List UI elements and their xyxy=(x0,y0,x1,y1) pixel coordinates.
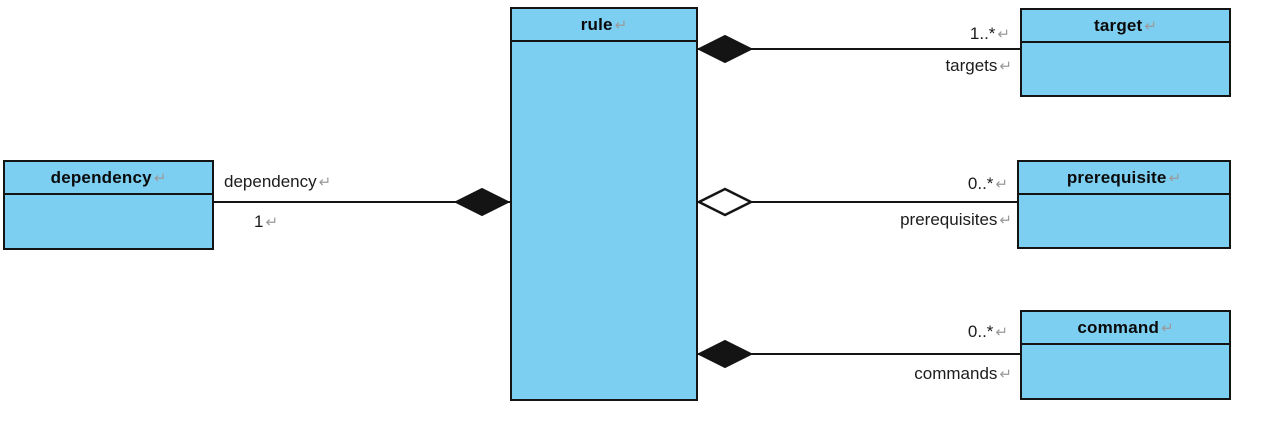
filled-diamond-icon xyxy=(696,339,754,369)
return-mark-icon: ↵ xyxy=(995,176,1008,193)
role-text: prerequisites xyxy=(900,210,998,229)
return-mark-icon: ↵ xyxy=(1168,169,1182,187)
hollow-diamond-icon xyxy=(696,187,754,217)
multiplicity-text: 1..* xyxy=(969,24,996,43)
class-command-header: command↵ xyxy=(1022,312,1229,345)
edge-rule-target xyxy=(697,48,1020,50)
return-mark-icon: ↵ xyxy=(995,324,1008,341)
multiplicity-text: 0..* xyxy=(967,174,994,193)
label-prerequisite-multiplicity: 0..*↵ xyxy=(860,172,1008,197)
aggregation-diamond-rule-prerequisite xyxy=(696,187,754,217)
class-prerequisite-header: prerequisite↵ xyxy=(1019,162,1229,195)
label-dependency-role: dependency↵ xyxy=(224,170,331,195)
role-text: targets xyxy=(945,56,998,75)
label-command-multiplicity: 0..*↵ xyxy=(860,320,1008,345)
class-target-header: target↵ xyxy=(1022,10,1229,43)
label-command-role: commands↵ xyxy=(850,362,1012,387)
edge-dependency-rule xyxy=(214,201,510,203)
return-mark-icon: ↵ xyxy=(999,366,1012,383)
class-target: target↵ xyxy=(1020,8,1231,97)
edge-rule-command xyxy=(697,353,1020,355)
class-rule-title: rule xyxy=(580,14,613,34)
role-text: dependency xyxy=(224,172,317,191)
class-prerequisite-title: prerequisite xyxy=(1066,167,1167,187)
return-mark-icon: ↵ xyxy=(1144,17,1157,35)
return-mark-icon: ↵ xyxy=(997,26,1010,43)
class-dependency: dependency↵ xyxy=(3,160,214,250)
label-target-multiplicity: 1..*↵ xyxy=(860,22,1010,47)
return-mark-icon: ↵ xyxy=(999,212,1012,229)
class-rule: rule↵ xyxy=(510,7,698,401)
class-prerequisite: prerequisite↵ xyxy=(1017,160,1231,249)
return-mark-icon: ↵ xyxy=(614,16,628,34)
return-mark-icon: ↵ xyxy=(318,174,332,191)
edge-rule-prerequisite xyxy=(697,201,1017,203)
return-mark-icon: ↵ xyxy=(265,214,279,231)
label-target-role: targets↵ xyxy=(860,54,1012,79)
composition-diamond-dependency-rule xyxy=(453,187,511,217)
filled-diamond-icon xyxy=(453,187,511,217)
return-mark-icon: ↵ xyxy=(153,169,167,187)
composition-diamond-rule-target xyxy=(696,34,754,64)
class-command: command↵ xyxy=(1020,310,1231,400)
class-dependency-header: dependency↵ xyxy=(5,162,212,195)
multiplicity-text: 1 xyxy=(254,212,264,231)
class-command-title: command xyxy=(1077,317,1160,337)
role-text: commands xyxy=(914,364,998,383)
return-mark-icon: ↵ xyxy=(999,58,1012,75)
label-prerequisite-role: prerequisites↵ xyxy=(840,208,1012,233)
class-dependency-title: dependency xyxy=(50,167,152,187)
composition-diamond-rule-command xyxy=(696,339,754,369)
return-mark-icon: ↵ xyxy=(1161,319,1174,337)
multiplicity-text: 0..* xyxy=(967,322,994,341)
filled-diamond-icon xyxy=(696,34,754,64)
class-target-title: target xyxy=(1093,15,1143,35)
class-rule-header: rule↵ xyxy=(512,9,696,42)
label-dependency-multiplicity: 1↵ xyxy=(254,210,278,235)
